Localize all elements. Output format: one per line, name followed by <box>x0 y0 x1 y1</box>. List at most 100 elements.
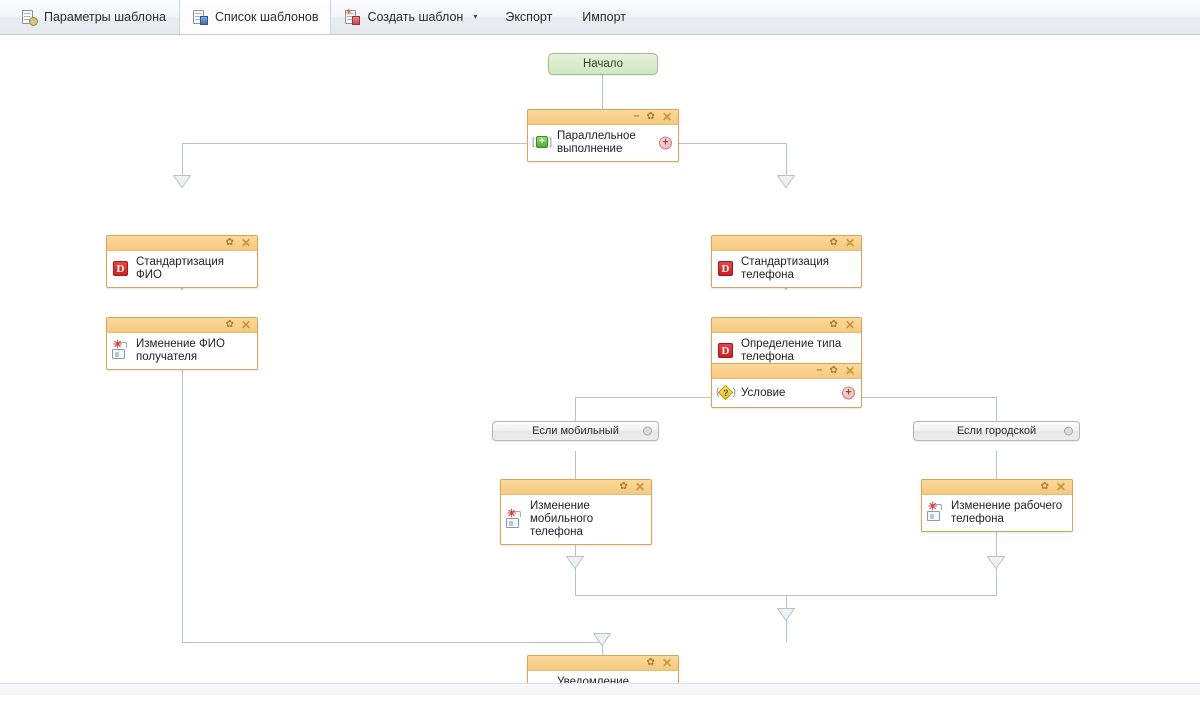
gear-icon[interactable]: ✿ <box>619 481 628 492</box>
toolbar-item-export[interactable]: Экспорт <box>490 0 567 34</box>
gear-icon[interactable]: ✿ <box>646 657 655 668</box>
parallel-execution-icon: [ + ] <box>532 136 552 148</box>
node-change-mobile-phone[interactable]: ✿ ✕ ✳ Изменение мобильного телефона <box>500 479 652 545</box>
connector-line <box>786 143 787 188</box>
gear-icon[interactable]: ✿ <box>829 237 838 248</box>
gear-icon[interactable] <box>1064 426 1073 436</box>
connector-line <box>602 143 786 144</box>
connector-line <box>182 325 183 642</box>
close-icon[interactable]: ✕ <box>844 236 855 250</box>
add-condition-branch-button[interactable]: + <box>842 386 855 400</box>
node-condition[interactable]: – ✿ ✕ ( ? ) Условие + <box>711 363 862 408</box>
gear-icon[interactable]: ✿ <box>829 319 838 330</box>
connector-line <box>996 451 997 501</box>
toolbar-item-template-settings[interactable]: Параметры шаблона <box>8 0 179 34</box>
close-icon[interactable]: ✕ <box>240 236 251 250</box>
connector-line <box>182 143 183 188</box>
close-icon[interactable]: ✕ <box>634 480 645 494</box>
node-label: Параллельное выполнение <box>557 130 636 155</box>
close-icon[interactable]: ✕ <box>240 318 251 332</box>
node-body: ✳ Изменение ФИО получателя <box>107 333 257 369</box>
toolbar-item-import[interactable]: Импорт <box>567 0 641 34</box>
branch-pill-if-mobile[interactable]: Если мобильный <box>492 421 659 441</box>
main-toolbar: Параметры шаблона Список шаблонов ✶ Созд… <box>0 0 1200 35</box>
connector-line <box>575 397 786 398</box>
dadata-d-icon: D <box>717 260 735 278</box>
connector-line <box>786 397 997 398</box>
condition-diamond-icon: ( ? ) <box>716 384 736 402</box>
node-header: ✿ ✕ <box>528 656 678 671</box>
close-icon[interactable]: ✕ <box>844 364 855 378</box>
node-body: ( ? ) Условие + <box>712 379 861 407</box>
toolbar-item-label: Экспорт <box>505 10 553 24</box>
gear-icon[interactable]: ✿ <box>225 237 234 248</box>
node-body: D Стандартизация ФИО <box>107 251 257 287</box>
node-standardize-fio[interactable]: ✿ ✕ D Стандартизация ФИО <box>106 235 258 288</box>
toolbar-item-create-template[interactable]: ✶ Создать шаблон ▾ <box>331 0 490 34</box>
connector-line <box>996 397 997 431</box>
change-field-icon: ✳ <box>112 340 130 360</box>
gear-icon[interactable]: ✿ <box>225 319 234 330</box>
node-body: D Определение типа телефона <box>712 333 861 369</box>
node-label: Определение типа телефона <box>741 338 842 363</box>
node-label: Изменение рабочего телефона <box>951 500 1063 525</box>
connector-arrow <box>777 608 795 621</box>
start-node[interactable]: Начало <box>548 53 658 75</box>
node-header: ✿ ✕ <box>107 318 257 333</box>
node-body: D Стандартизация телефона <box>712 251 861 287</box>
workflow-canvas[interactable]: Начало – ✿ ✕ [ + ] Параллельное выполнен… <box>0 35 1200 695</box>
template-list-icon <box>192 9 208 25</box>
node-label: Изменение ФИО получателя <box>136 338 225 363</box>
connector-line <box>182 642 603 643</box>
toolbar-item-label: Список шаблонов <box>214 10 319 24</box>
node-header: ✿ ✕ <box>712 318 861 333</box>
toolbar-item-template-list[interactable]: Список шаблонов <box>178 0 332 34</box>
node-change-recipient-fio[interactable]: ✿ ✕ ✳ Изменение ФИО получателя <box>106 317 258 370</box>
connector-arrow <box>593 633 611 646</box>
toolbar-item-label: Импорт <box>582 10 626 24</box>
toolbar-item-label: Создать шаблон <box>367 10 464 24</box>
node-header: ✿ ✕ <box>107 236 257 251</box>
close-icon[interactable]: ✕ <box>661 110 672 124</box>
connector-line <box>182 143 603 144</box>
node-body: ✳ Изменение рабочего телефона <box>922 495 1072 531</box>
node-label: Стандартизация ФИО <box>136 256 225 281</box>
gear-icon[interactable]: ✿ <box>829 365 838 376</box>
gear-icon[interactable] <box>643 426 652 436</box>
node-standardize-phone[interactable]: ✿ ✕ D Стандартизация телефона <box>711 235 862 288</box>
close-icon[interactable]: ✕ <box>661 656 672 670</box>
node-header: ✿ ✕ <box>501 480 651 495</box>
add-branch-button[interactable]: + <box>659 136 672 150</box>
new-template-icon: ✶ <box>344 8 361 25</box>
horizontal-scrollbar[interactable] <box>0 683 1200 695</box>
minimize-icon[interactable]: – <box>816 364 823 376</box>
node-label: Условие <box>741 386 786 399</box>
branch-pill-label: Если мобильный <box>532 425 619 437</box>
connector-line <box>575 397 576 431</box>
connector-arrow <box>777 175 795 188</box>
template-settings-icon <box>21 9 38 26</box>
node-header: ✿ ✕ <box>922 480 1072 495</box>
node-body: [ + ] Параллельное выполнение + <box>528 125 678 161</box>
node-detect-phone-type[interactable]: ✿ ✕ D Определение типа телефона <box>711 317 862 370</box>
close-icon[interactable]: ✕ <box>1055 480 1066 494</box>
node-header: ✿ ✕ <box>712 236 861 251</box>
close-icon[interactable]: ✕ <box>844 318 855 332</box>
change-field-icon: ✳ <box>927 502 945 522</box>
connector-arrow <box>173 175 191 188</box>
node-label: Изменение мобильного телефона <box>530 500 594 538</box>
node-change-work-phone[interactable]: ✿ ✕ ✳ Изменение рабочего телефона <box>921 479 1073 532</box>
chevron-down-icon[interactable]: ▾ <box>473 12 478 21</box>
node-body: ✳ Изменение мобильного телефона <box>501 495 651 544</box>
start-node-label: Начало <box>582 58 624 70</box>
gear-icon[interactable]: ✿ <box>646 111 655 122</box>
gear-icon[interactable]: ✿ <box>1040 481 1049 492</box>
node-header: – ✿ ✕ <box>528 110 678 125</box>
branch-pill-if-landline[interactable]: Если городской <box>913 421 1080 441</box>
toolbar-item-label: Параметры шаблона <box>44 10 166 24</box>
branch-pill-label: Если городской <box>956 425 1037 437</box>
connector-arrow <box>987 556 1005 569</box>
node-parallel-execution[interactable]: – ✿ ✕ [ + ] Параллельное выполнение + <box>527 109 679 162</box>
dadata-d-icon: D <box>717 342 735 360</box>
minimize-icon[interactable]: – <box>633 110 640 122</box>
